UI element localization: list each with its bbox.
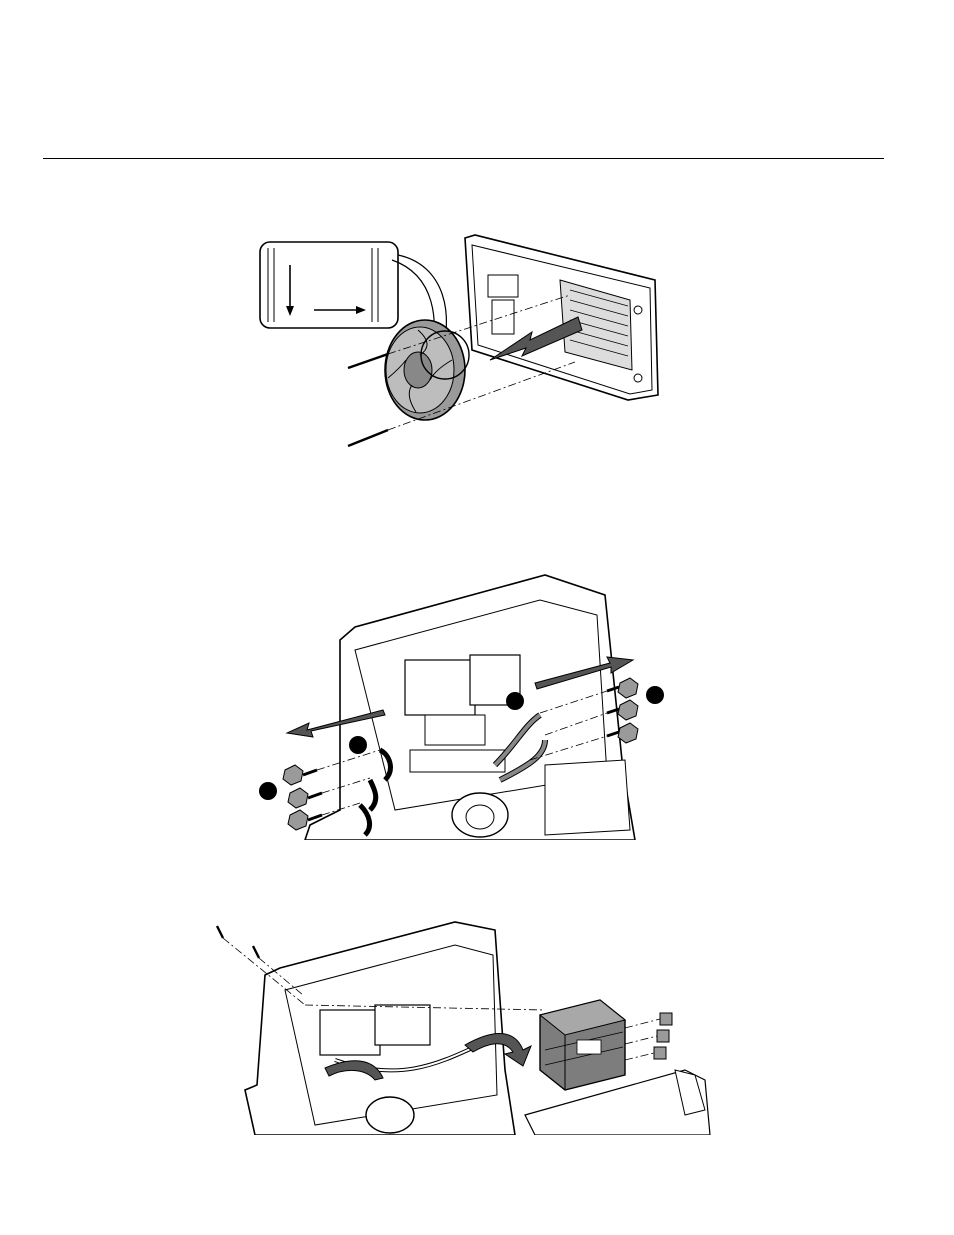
figure-cable-disconnection xyxy=(245,565,685,840)
enclosure-open xyxy=(245,922,710,1135)
header-rule xyxy=(43,158,884,159)
enclosure-housing xyxy=(465,235,658,400)
enclosure-back xyxy=(305,575,635,840)
fan-removal-illustration xyxy=(240,220,680,460)
standoffs xyxy=(625,1013,672,1060)
cable-disconnection-illustration xyxy=(245,565,685,840)
cooling-fan xyxy=(385,320,469,420)
figure-fan-removal xyxy=(240,220,680,460)
power-module xyxy=(540,1000,625,1090)
module-removal-illustration xyxy=(205,910,725,1135)
figure-module-removal xyxy=(205,910,725,1135)
